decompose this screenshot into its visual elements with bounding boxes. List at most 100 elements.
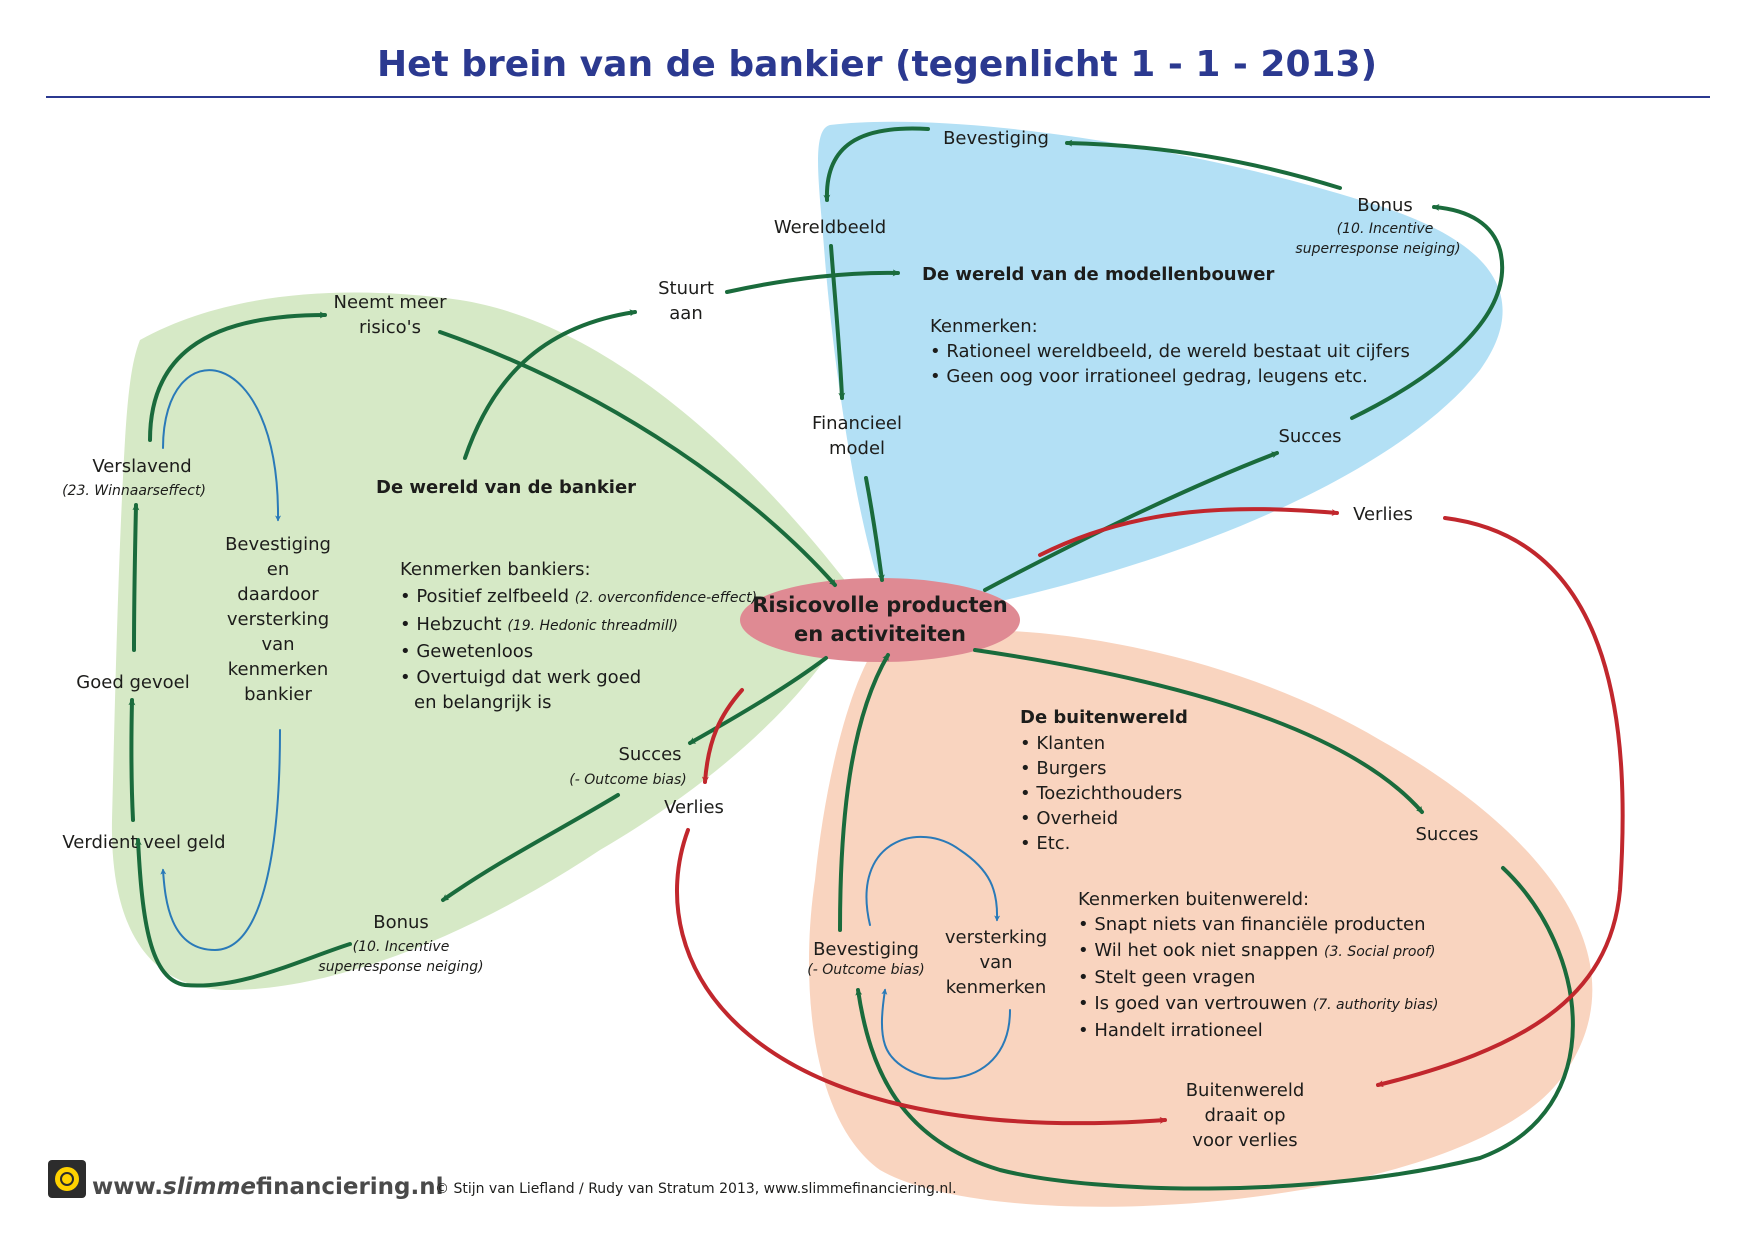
arrow-bonus-to-verdient (134, 838, 352, 988)
bankier-kenmerk-item: • Overtuigd dat werk goed (400, 666, 642, 688)
arrow-center-to-verlies-green (701, 688, 744, 784)
modellen-bonus-note-line1: (10. Incentive (1336, 221, 1434, 237)
stuurt-aan-line1: Stuurt (658, 278, 714, 299)
draait-op-line1: Buitenwereld (1185, 1080, 1305, 1101)
bankier-kenmerk-item: • Hebzucht (19. Hedonic threadmill) (400, 613, 678, 635)
bevestiging-line5: van (261, 634, 295, 655)
arrow-verlies-to-buitenwereld-right (1376, 516, 1625, 1088)
bankier-bonus-label: Bonus (373, 912, 429, 933)
arrow-center-to-succes-orange (973, 648, 1424, 814)
modellen-bevestiging-label: Bevestiging (943, 128, 1049, 149)
arrow-verdient-to-goed (128, 698, 136, 822)
bankier-kenmerk-item: • Gewetenloos (400, 641, 534, 662)
buitenwereld-bevestiging-note: (- Outcome bias) (807, 962, 925, 978)
arrow-blue-versterking-loop (881, 988, 1011, 1080)
buitenwereld-item-4: • Overheid (1020, 808, 1119, 829)
arrow-bevestiging-to-wereldbeeld (823, 126, 930, 202)
modellen-verlies-label: Verlies (1353, 504, 1413, 525)
buitenwereld-heading: De buitenwereld (1020, 707, 1188, 728)
modellen-bonus-note-line2: superresponse neiging) (1295, 241, 1461, 257)
arrow-center-to-succes-green (688, 656, 828, 745)
arrow-wereldbeeld-to-financieel (829, 244, 846, 400)
bankier-kenmerken-list: • Positief zelfbeeld (2. overconfidence-… (400, 584, 757, 716)
buitenwereld-item-5: • Etc. (1020, 833, 1071, 854)
buitenwereld-item-1: • Klanten (1020, 733, 1106, 754)
versterking-line1: versterking (944, 927, 1048, 948)
arrow-verlies-to-buitenwereld-left (675, 828, 1167, 1126)
bankier-kenmerk-item: • Positief zelfbeeld (2. overconfidence-… (400, 586, 758, 607)
arrow-goed-to-verslavend (132, 503, 140, 652)
buitenwereld-item-3: • Toezichthouders (1020, 783, 1183, 804)
financieel-line1: Financieel (812, 413, 902, 434)
neemt-meer-line2: risico's (358, 317, 422, 338)
buitenwereld-kenmerk-item: • Handelt irrationeel (1078, 1020, 1263, 1041)
bankier-verlies-label: Verlies (664, 797, 724, 818)
site-logo-url[interactable]: www.slimmefinanciering.nl (92, 1174, 444, 1200)
arrow-stuurt-to-modellen (725, 269, 900, 294)
neemt-meer-line1: Neemt meer (333, 292, 447, 313)
arrow-succes-to-bonus (1350, 203, 1505, 420)
arrow-neemt-to-center (438, 330, 837, 587)
bevestiging-line1: Bevestiging (225, 534, 331, 555)
stuurt-aan-line2: aan (669, 303, 703, 324)
buitenwereld-bevestiging-label: Bevestiging (813, 939, 919, 960)
modellen-kenmerken-title: Kenmerken: (930, 316, 1038, 337)
modellen-region (818, 121, 1503, 613)
verslavend-note: (23. Winnaarseffect) (62, 483, 206, 499)
copyright-text: © Stijn van Liefland / Rudy van Stratum … (435, 1181, 957, 1197)
buitenwereld-region (808, 630, 1593, 1207)
center-label-line1: Risicovolle producten (752, 593, 1008, 617)
page-title: Het brein van de bankier (tegenlicht 1 -… (376, 44, 1378, 85)
goed-gevoel-label: Goed gevoel (76, 672, 190, 693)
buitenwereld-kenmerken-list: • Snapt niets van financiële producten •… (1078, 912, 1438, 1044)
center-label-line2: en activiteiten (794, 622, 966, 646)
bevestiging-line3: daardoor (237, 584, 319, 605)
buitenwereld-kenmerk-item: • Is goed van vertrouwen (7. authority b… (1078, 992, 1439, 1014)
bevestiging-line6: kenmerken (227, 659, 329, 680)
bankier-succes-label: Succes (618, 744, 682, 765)
modellen-kenmerk-2: • Geen oog voor irrationeel gedrag, leug… (930, 366, 1368, 387)
modellen-succes-label: Succes (1278, 426, 1342, 447)
versterking-line3: kenmerken (945, 977, 1047, 998)
versterking-line2: van (979, 952, 1013, 973)
draait-op-line2: draait op (1204, 1105, 1286, 1126)
buitenwereld-item-2: • Burgers (1020, 758, 1107, 779)
modellen-kenmerk-1: • Rationeel wereldbeeld, de wereld besta… (930, 341, 1410, 362)
bankier-heading: De wereld van de bankier (376, 477, 637, 498)
arrow-orange-succes-to-bevestiging (855, 866, 1575, 1191)
buitenwereld-kenmerk-item: • Wil het ook niet snappen (3. Social pr… (1078, 939, 1436, 961)
arrow-bevestiging-to-center (838, 653, 890, 932)
center-region (740, 578, 1020, 662)
verdient-label: Verdient veel geld (62, 832, 226, 853)
draait-op-line3: voor verlies (1192, 1130, 1298, 1151)
arrow-blue-verslavend-loop (162, 369, 282, 522)
arrow-center-to-verlies-blue (1038, 507, 1339, 557)
bankier-bonus-note-line1: (10. Incentive (352, 939, 450, 955)
bankier-kenmerk-item: en belangrijk is (414, 692, 552, 713)
buitenwereld-kenmerken-title: Kenmerken buitenwereld: (1078, 889, 1310, 910)
arrow-blue-bevestiging-loop (160, 729, 281, 952)
wereldbeeld-label: Wereldbeeld (773, 217, 887, 238)
bankier-bonus-note-line2: superresponse neiging) (318, 959, 484, 975)
arrow-center-to-succes-blue (983, 451, 1279, 592)
bankier-kenmerken-title: Kenmerken bankiers: (400, 559, 591, 580)
bankier-succes-note: (- Outcome bias) (569, 772, 687, 788)
buitenwereld-kenmerk-item: • Stelt geen vragen (1078, 967, 1256, 988)
bulb-logo-icon (48, 1160, 86, 1198)
verslavend-label: Verslavend (92, 456, 192, 477)
buitenwereld-kenmerk-item: • Snapt niets van financiële producten (1078, 914, 1426, 935)
bevestiging-line4: versterking (226, 609, 330, 630)
arrow-financieel-to-center (864, 476, 885, 582)
title-divider (46, 96, 1710, 98)
modellen-bonus-label: Bonus (1357, 195, 1413, 216)
modellen-heading: De wereld van de modellenbouwer (922, 264, 1275, 285)
arrow-verslavend-to-neemt (148, 311, 327, 442)
buitenwereld-succes-label: Succes (1415, 824, 1479, 845)
bevestiging-line2: en (266, 559, 290, 580)
arrow-bankier-to-stuurt (463, 309, 637, 460)
bankier-region (111, 292, 861, 991)
arrow-succes-to-bonus-green (441, 793, 620, 902)
arrow-blue-bevestiging-up (865, 835, 1001, 926)
